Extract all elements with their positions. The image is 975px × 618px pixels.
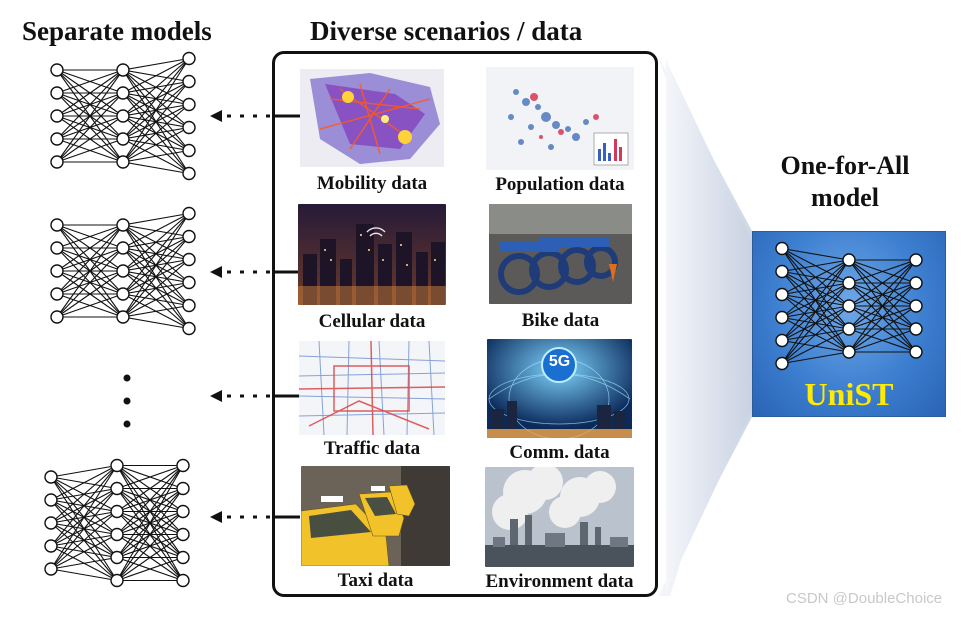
arrow-cellular: [210, 266, 300, 278]
separate-models-heading: Separate models: [22, 16, 212, 46]
separate-model-1: [50, 51, 196, 181]
bike-data-label: Bike data: [521, 310, 600, 331]
mobility-data-label: Mobility data: [316, 173, 428, 194]
unist-network-graph: [775, 241, 923, 371]
one-for-all-heading: One-for-All model: [780, 151, 910, 212]
mobility-data-image: [300, 69, 444, 167]
taxi-data-image: [301, 466, 450, 566]
population-data-label: Population data: [495, 174, 625, 195]
cellular-data-label: Cellular data: [318, 311, 426, 332]
environment-data-image: [485, 467, 634, 567]
cellular-data-image: [298, 204, 446, 305]
separate-model-2: [50, 206, 196, 336]
arrow-mobility: [210, 110, 300, 122]
environment-data-label: Environment data: [485, 571, 634, 592]
arrow-taxi: [210, 511, 300, 523]
traffic-data-image: [299, 341, 445, 435]
arrow-traffic: [210, 390, 300, 402]
bike-data-image: [489, 204, 632, 304]
comm-data-image: 5G: [487, 339, 632, 438]
population-data-image: [486, 67, 634, 170]
separate-model-3: [44, 458, 190, 588]
unist-label: UniST: [804, 376, 894, 412]
comm-data-label: Comm. data: [509, 442, 610, 463]
taxi-data-label: Taxi data: [337, 570, 414, 591]
traffic-data-label: Traffic data: [323, 438, 421, 459]
5g-badge: 5G: [548, 353, 571, 370]
data-scenarios-box: [272, 51, 658, 597]
diverse-scenarios-heading: Diverse scenarios / data: [310, 16, 583, 46]
watermark: CSDN @DoubleChoice: [786, 590, 943, 607]
